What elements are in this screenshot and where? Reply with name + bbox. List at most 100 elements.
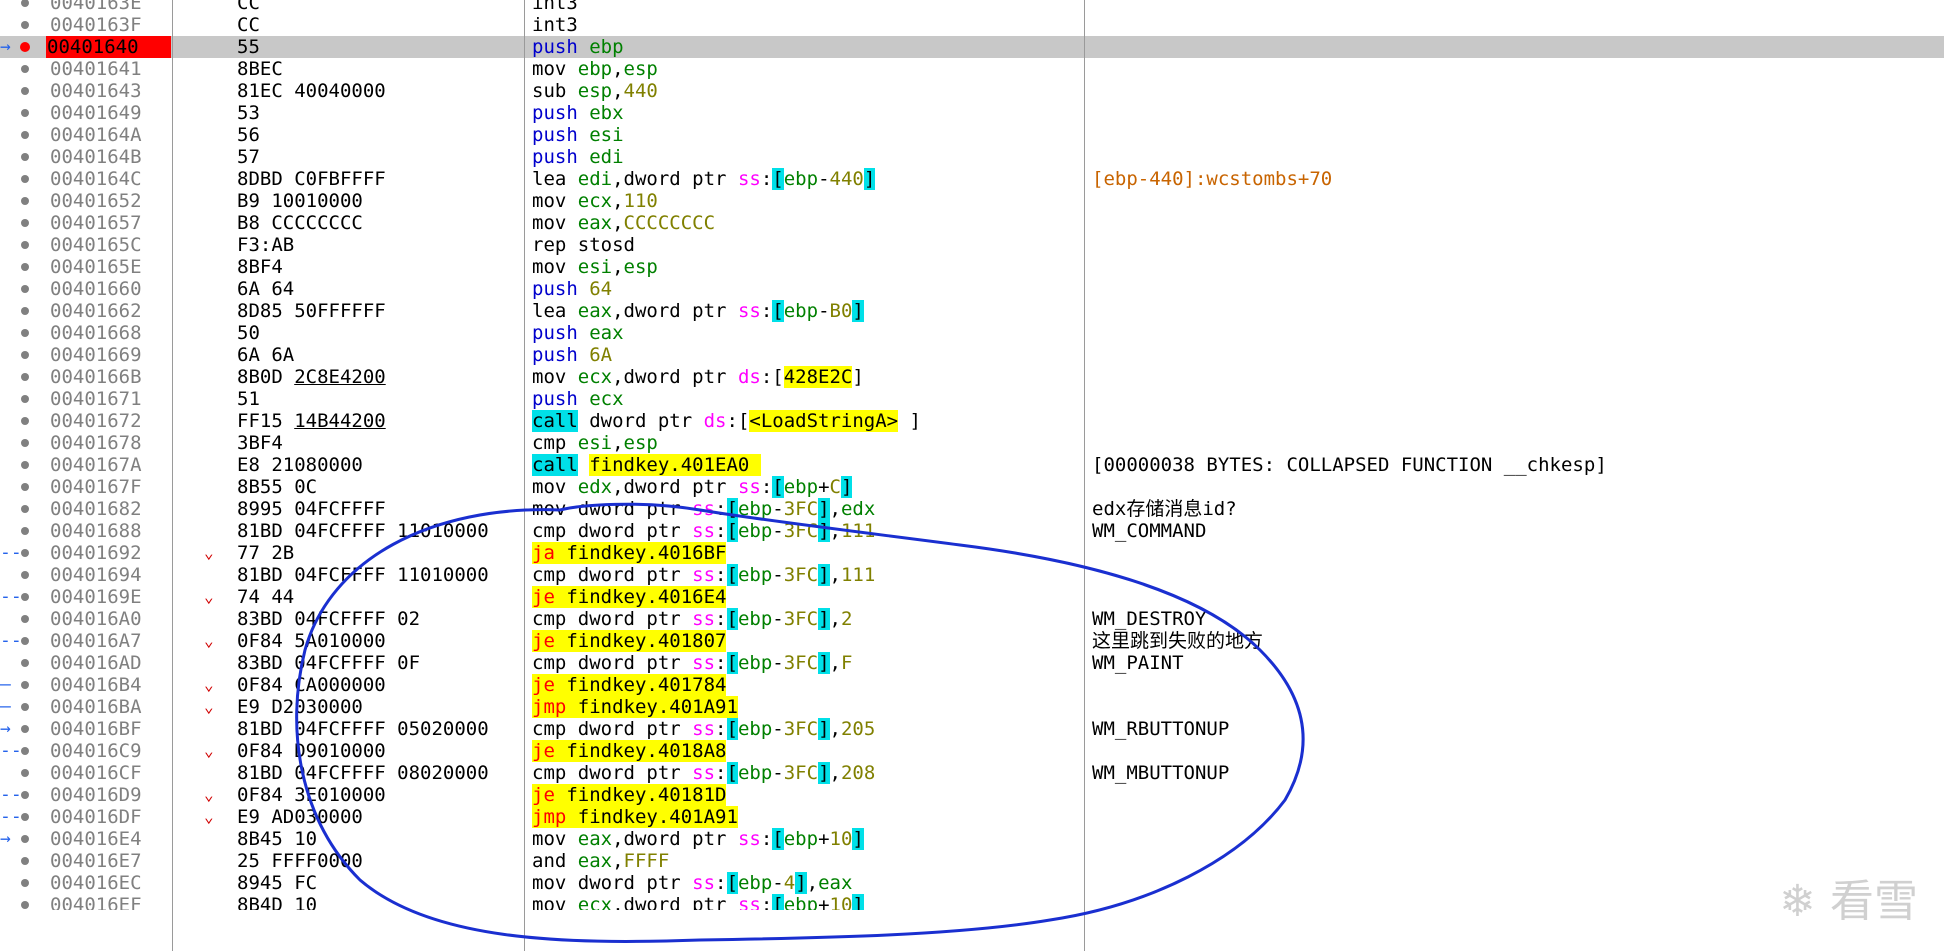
comment[interactable] [1092,102,1932,124]
breakpoint-dot-icon[interactable] [21,373,29,381]
comment[interactable] [1092,58,1932,80]
breakpoint-gutter[interactable]: -- [0,630,44,652]
breakpoint-dot-icon[interactable] [21,703,29,711]
breakpoint-dot-icon[interactable] [21,637,29,645]
breakpoint-gutter[interactable] [0,410,44,432]
comment[interactable] [1092,740,1932,762]
breakpoint-dot-icon[interactable] [21,747,29,755]
breakpoint-gutter[interactable] [0,80,44,102]
breakpoint-dot-icon[interactable] [21,549,29,557]
breakpoint-dot-icon[interactable] [21,439,29,447]
comment[interactable]: edx存储消息id? [1092,498,1237,520]
comment[interactable] [1092,432,1932,454]
comment[interactable] [1092,586,1932,608]
breakpoint-dot-icon[interactable] [21,527,29,535]
breakpoint-gutter[interactable]: -- [0,586,44,608]
comment[interactable]: 这里跳到失败的地方 [1092,630,1264,652]
breakpoint-dot-icon[interactable] [21,659,29,667]
comment[interactable] [1092,234,1932,256]
breakpoint-gutter[interactable] [0,278,44,300]
breakpoint-gutter[interactable]: — [0,674,44,696]
comment[interactable] [1092,344,1932,366]
breakpoint-dot-icon[interactable] [21,241,29,249]
breakpoint-dot-icon[interactable] [21,395,29,403]
breakpoint-gutter[interactable]: -- [0,740,44,762]
breakpoint-gutter[interactable] [0,102,44,124]
comment[interactable] [1092,410,1932,432]
comment[interactable] [1092,674,1932,696]
current-instruction-icon[interactable] [20,42,30,52]
breakpoint-dot-icon[interactable] [21,505,29,513]
comment[interactable] [1092,322,1932,344]
comment[interactable] [1092,564,1932,586]
breakpoint-dot-icon[interactable] [21,769,29,777]
breakpoint-gutter[interactable]: — [0,696,44,718]
comment[interactable] [1092,256,1932,278]
breakpoint-dot-icon[interactable] [21,153,29,161]
comment[interactable] [1092,542,1932,564]
breakpoint-dot-icon[interactable] [21,835,29,843]
comment[interactable]: WM_MBUTTONUP [1092,762,1230,784]
breakpoint-dot-icon[interactable] [21,351,29,359]
breakpoint-gutter[interactable] [0,520,44,542]
comment[interactable] [1092,388,1932,410]
breakpoint-dot-icon[interactable] [21,571,29,579]
breakpoint-dot-icon[interactable] [21,813,29,821]
breakpoint-gutter[interactable] [0,344,44,366]
breakpoint-gutter[interactable] [0,432,44,454]
comment[interactable] [1092,828,1932,850]
comment[interactable]: [00000038 BYTES: COLLAPSED FUNCTION __ch… [1092,454,1607,476]
breakpoint-dot-icon[interactable] [21,65,29,73]
breakpoint-dot-icon[interactable] [21,329,29,337]
comment[interactable] [1092,696,1932,718]
breakpoint-gutter[interactable] [0,58,44,80]
breakpoint-gutter[interactable]: -- [0,806,44,828]
breakpoint-dot-icon[interactable] [21,901,29,909]
breakpoint-dot-icon[interactable] [21,857,29,865]
comment[interactable] [1092,212,1932,234]
breakpoint-gutter[interactable] [0,146,44,168]
breakpoint-dot-icon[interactable] [21,285,29,293]
breakpoint-gutter[interactable] [0,762,44,784]
comment[interactable] [1092,278,1932,300]
comment[interactable]: WM_PAINT [1092,652,1184,674]
comment[interactable] [1092,146,1932,168]
comment[interactable]: WM_RBUTTONUP [1092,718,1230,740]
breakpoint-dot-icon[interactable] [21,725,29,733]
comment[interactable] [1092,14,1932,36]
comment[interactable]: [ebp-440]:wcstombs+70 [1092,168,1333,190]
breakpoint-gutter[interactable] [0,894,44,910]
breakpoint-dot-icon[interactable] [21,615,29,623]
breakpoint-gutter[interactable] [0,168,44,190]
comment[interactable]: WM_DESTROY [1092,608,1207,630]
comment[interactable] [1092,36,1932,58]
comment[interactable] [1092,190,1932,212]
breakpoint-gutter[interactable]: → [0,828,44,850]
breakpoint-dot-icon[interactable] [21,0,29,7]
breakpoint-dot-icon[interactable] [21,87,29,95]
breakpoint-gutter[interactable] [0,322,44,344]
breakpoint-gutter[interactable]: → [0,718,44,740]
breakpoint-dot-icon[interactable] [21,879,29,887]
comment[interactable] [1092,806,1932,828]
breakpoint-dot-icon[interactable] [21,219,29,227]
